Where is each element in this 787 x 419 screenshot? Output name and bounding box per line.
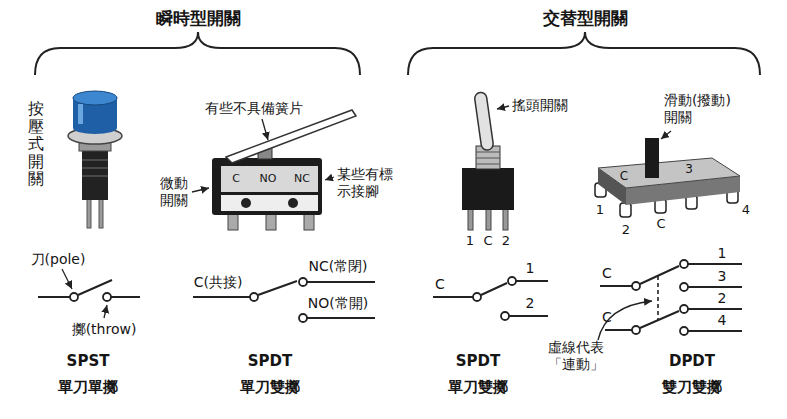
leader-line <box>192 188 209 192</box>
group-bracket <box>35 32 360 75</box>
contact-dot <box>508 277 516 285</box>
contact-dot <box>501 312 509 320</box>
switch-pin <box>468 208 473 230</box>
button-highlight <box>78 104 83 124</box>
leader-line <box>62 269 72 289</box>
contact-dot <box>680 260 688 268</box>
switch-face <box>221 195 318 211</box>
switch-symbol <box>433 281 548 316</box>
symbol-label: 擲(throw) <box>72 321 137 338</box>
type-name: 雙刀雙擲 <box>662 378 722 396</box>
mount-hole <box>241 198 251 208</box>
switch-symbol <box>38 280 140 297</box>
leader-line <box>325 177 334 180</box>
switch-pin <box>304 213 314 230</box>
part-label: 搖頭開關 <box>512 97 568 114</box>
switch-face <box>221 166 318 192</box>
pin-label: C <box>483 233 492 249</box>
leader-line <box>497 106 509 109</box>
type-name: 單刀單擲 <box>58 378 118 396</box>
thread-lines <box>476 152 500 164</box>
symbol-label: C <box>435 276 445 293</box>
part-label: 某些有標示接腳 <box>337 166 397 200</box>
switch-pin <box>486 208 491 230</box>
symbol-label: C <box>602 309 612 326</box>
switch-lever <box>226 110 356 163</box>
linkage-line <box>657 276 659 320</box>
part-label: 按壓式開關 <box>28 100 44 188</box>
contact-dot <box>632 282 640 290</box>
symbol-label: C(共接) <box>194 274 243 291</box>
pin-label: 3 <box>685 162 693 176</box>
pin-label: 1 <box>466 233 474 249</box>
type-name: 單刀雙擲 <box>240 378 300 396</box>
type-name: 單刀雙擲 <box>448 378 508 396</box>
thread-lines <box>82 160 108 176</box>
contact-dot <box>70 293 78 301</box>
symbol-label: 3 <box>718 268 727 285</box>
symbol-label: 4 <box>718 312 727 329</box>
symbol-label: C <box>602 265 612 282</box>
slider-knob <box>645 138 659 178</box>
button-cap-top <box>73 91 117 105</box>
switch-pin <box>503 208 508 230</box>
switch-pin <box>99 198 103 228</box>
symbol-label: 1 <box>526 260 535 277</box>
pin-label: NC <box>294 172 310 185</box>
switch-pin <box>87 198 91 228</box>
pin-label: 4 <box>742 202 750 218</box>
leader-line <box>661 131 671 139</box>
symbol-label: NC(常閉) <box>308 258 367 275</box>
part-label: 滑動(撥動)開關 <box>664 92 742 126</box>
type-code: SPDT <box>456 352 500 370</box>
symbol-label: 刀(pole) <box>31 251 86 268</box>
leader-line <box>104 305 107 318</box>
pin-label: C <box>620 169 628 183</box>
part-label: 微動開關 <box>160 175 192 209</box>
symbol-label: 2 <box>526 295 535 312</box>
pin-label: C <box>232 172 240 185</box>
toggle-lever <box>474 92 494 151</box>
section-heading: 瞬時型開關 <box>156 8 241 28</box>
pin-label: 2 <box>622 222 630 238</box>
switch-pin <box>620 203 631 217</box>
symbol-label: 2 <box>718 290 727 307</box>
contact-dot <box>632 326 640 334</box>
contact-dot <box>250 293 258 301</box>
leader-line <box>598 301 652 340</box>
pin-label: 2 <box>502 233 510 249</box>
pin-label: NO <box>260 172 277 185</box>
switch-pin <box>228 213 238 230</box>
contact-dot <box>680 327 688 335</box>
part-label: 有些不具備簧片 <box>205 100 303 117</box>
mount-hole <box>288 198 298 208</box>
group-bracket <box>408 32 760 75</box>
leader-line <box>262 119 268 140</box>
switch-symbol <box>600 264 742 331</box>
type-code: DPDT <box>669 352 715 370</box>
pin-label: C <box>656 216 665 232</box>
symbol-label: 1 <box>718 245 727 262</box>
contact-dot <box>103 293 111 301</box>
switch-pin <box>266 213 276 230</box>
switch-top <box>598 158 740 188</box>
pin-label: 1 <box>596 202 604 218</box>
switch-body <box>462 168 514 210</box>
contact-dot <box>299 278 307 286</box>
contact-dot <box>680 305 688 313</box>
contact-dot <box>473 293 481 301</box>
note: 虛線代表「連動」 <box>546 339 606 373</box>
switch-body <box>212 158 322 215</box>
section-heading: 交替型開關 <box>543 8 628 28</box>
symbol-label: NO(常開) <box>308 295 368 312</box>
contact-dot <box>299 314 307 322</box>
contact-dot <box>680 283 688 291</box>
type-code: SPDT <box>248 352 292 370</box>
type-code: SPST <box>67 352 110 370</box>
switch-body <box>82 150 108 200</box>
